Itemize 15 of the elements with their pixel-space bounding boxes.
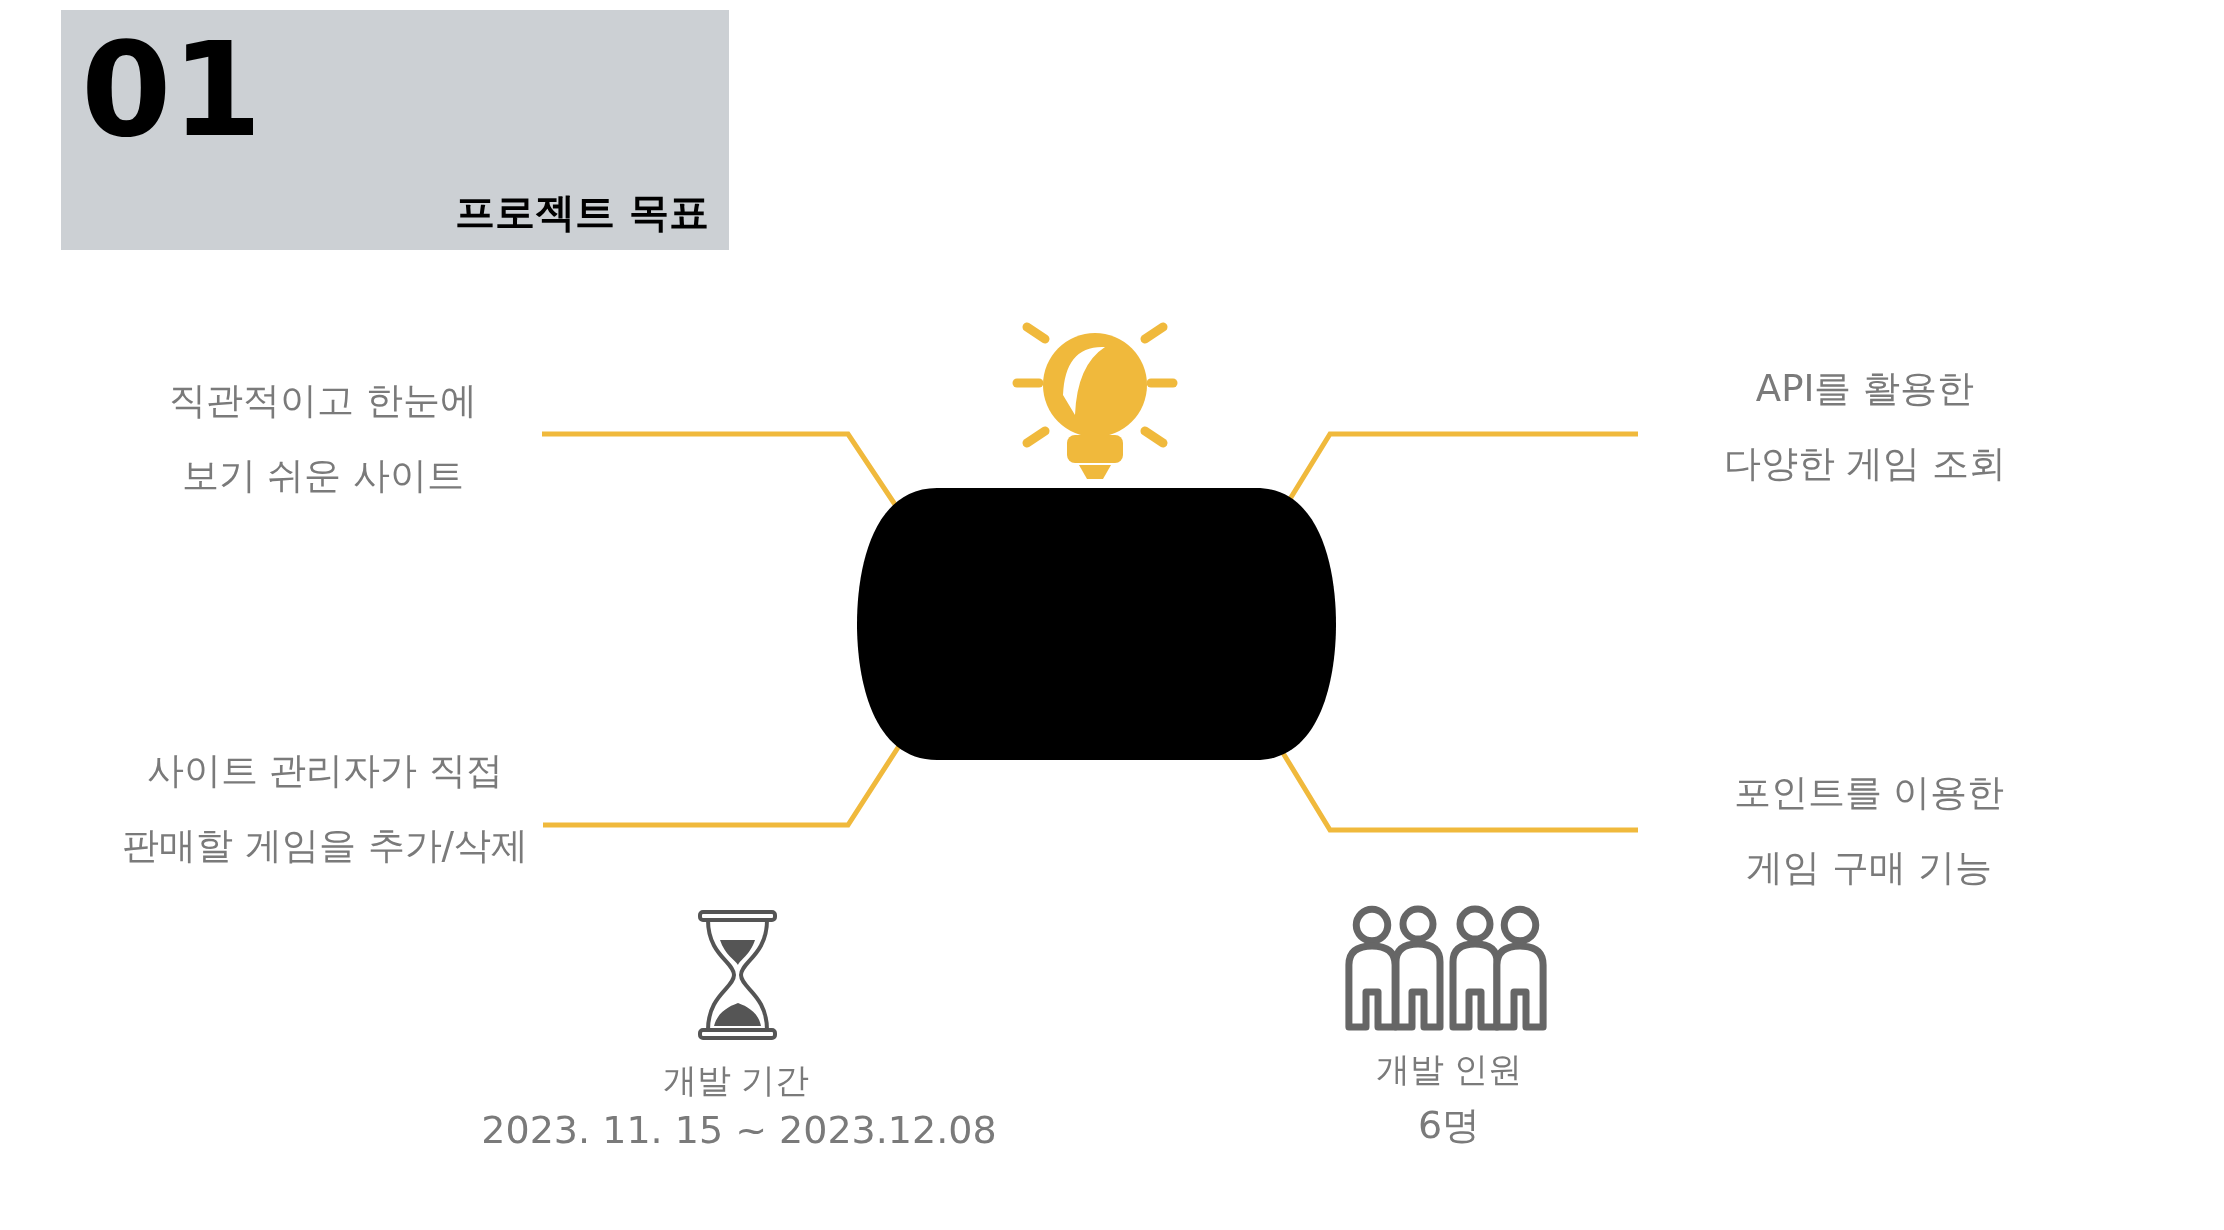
team-size-label: 개발 인원: [1375, 1048, 1523, 1091]
goal-text: API를 활용한 다양한 게임 조회: [1722, 366, 2008, 487]
connector-line: [1280, 751, 1638, 833]
section-title: 프로젝트 목표: [455, 188, 709, 237]
section-number: 01: [81, 13, 262, 168]
goal-text: 사이트 관리자가 직접 판매할 게임을 추가/삭제: [121, 748, 529, 869]
period-label: 개발 기간: [662, 1059, 810, 1102]
date-range: 2023. 11. 15 ~ 2023.12.08: [481, 1108, 997, 1152]
connector-line: [543, 744, 902, 828]
header-band: [61, 10, 729, 250]
goal-text: 직관적이고 한눈에 보기 쉬운 사이트: [168, 378, 478, 499]
connector-line: [1287, 431, 1638, 501]
connector-line: [542, 431, 899, 508]
goal-text: 포인트를 이용한 게임 구매 기능: [1732, 770, 2006, 891]
team-size-value: 6명: [1417, 1102, 1481, 1149]
